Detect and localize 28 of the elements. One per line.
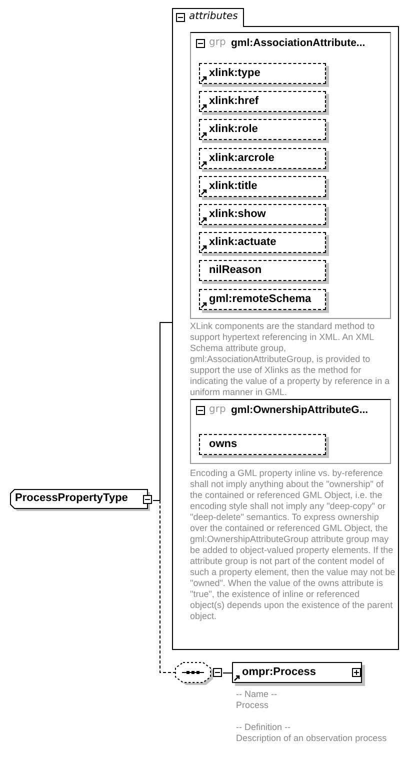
group-name: gml:OwnershipAttributeG... (231, 404, 368, 416)
attribute-box: xlink:arcrole (199, 148, 326, 169)
group-name: gml:AssociationAttribute... (231, 37, 366, 49)
description-text: -- Definition -- Description of an observation process (236, 722, 388, 744)
attribute-box: xlink:role (199, 119, 326, 140)
description-text: XLink components are the standard method to support hypertext referencing in XML. An XML Schema attribute group, gml:AssociationAttributeGroup, is provided to support the use of Xlinks as the method for indicating the value of a property by reference in a uniform manner in GML. (190, 321, 391, 398)
group-heading: attributes (189, 11, 238, 22)
connector-line (160, 500, 176, 673)
group-kind-label: grp (209, 404, 226, 415)
attribute-box: xlink:actuate (199, 232, 326, 254)
complex-type-box (10, 489, 153, 511)
attribute-box: xlink:href (199, 91, 326, 112)
description-text: Encoding a GML property inline vs. by-reference shall not imply anything about the "ownership" of the contained or referenced GML Object, i.e. the encoding style shall not imply any "deep-copy" or "deep-delete" semantics. To express ownership over the contained or referenced GML Object, the gml:OwnershipAttributeGroup attribute group may be added to object-valued property elements. If the attribute group is not part of the content model of such a property element, then the value may not be "owned". When the value of the owns attribute is "true", the existence of inline or referenced object(s) depends upon the existence of the parent object. (190, 468, 396, 622)
element-box (232, 662, 362, 683)
attribute-box: xlink:type (199, 63, 326, 84)
connector-line (222, 672, 232, 674)
description-text: -- Name -- Process (236, 689, 278, 711)
attribute-group-box (190, 399, 391, 464)
type-name: ProcessPropertyType (15, 492, 128, 504)
element-name: ompr:Process (242, 666, 316, 678)
attribute-box: xlink:title (199, 176, 326, 197)
attribute-box: owns (199, 434, 326, 455)
attribute-box: xlink:show (199, 204, 326, 225)
attribute-group-box (190, 32, 391, 319)
attribute-box: nilReason (199, 260, 326, 282)
attribute-box: gml:remoteSchema (199, 288, 326, 310)
group-kind-label: grp (209, 37, 226, 48)
connector-line (152, 322, 172, 501)
